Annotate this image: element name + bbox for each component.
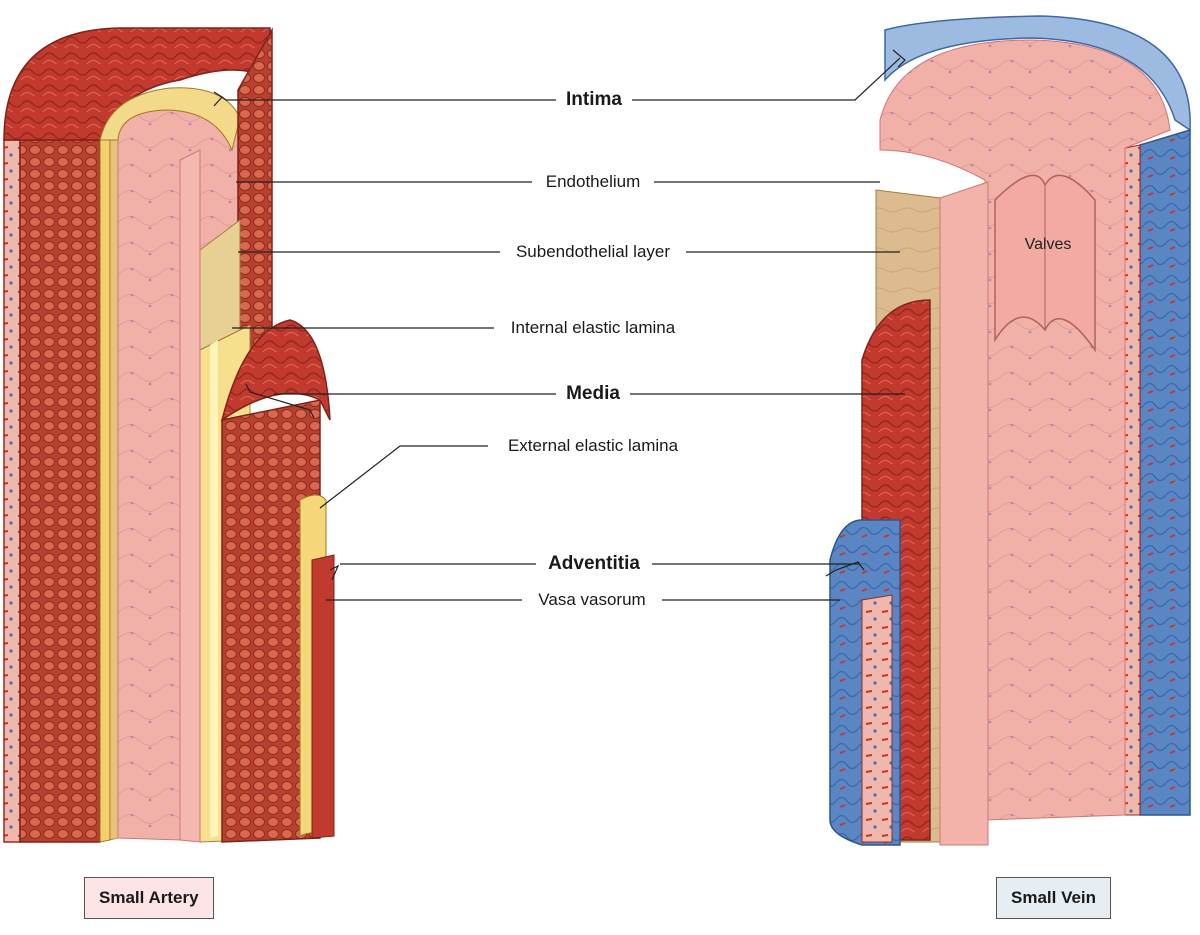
internal-elastic-lamina-label: Internal elastic lamina (506, 318, 680, 338)
small-artery-caption: Small Artery (84, 877, 214, 919)
external-elastic-leader (319, 445, 488, 509)
vein-lumen (879, 39, 1171, 821)
artery-media-left (19, 139, 101, 843)
artery-media-right-upper (237, 27, 273, 362)
artery-elastic-left (99, 139, 111, 843)
vein-adventitia-right (1139, 128, 1191, 816)
vasa-vasorum-label: Vasa vasorum (534, 590, 650, 610)
media-bracket-left (245, 383, 315, 419)
intima-bracket-left (213, 91, 227, 107)
artery-adventitia (3, 139, 21, 843)
adventitia-bracket-left (329, 564, 340, 581)
external-elastic-lamina-label: External elastic lamina (503, 436, 683, 456)
artery-media-lower (221, 399, 321, 843)
intima-bracket-right (892, 49, 906, 68)
subendothelial-layer-label: Subendothelial layer (511, 242, 675, 262)
adventitia-label: Adventitia (544, 553, 644, 575)
artery-adventitia-right (311, 554, 335, 839)
leader-lines (213, 49, 906, 601)
small-vein-caption: Small Vein (996, 877, 1112, 919)
intima-leader-right (632, 57, 901, 101)
media-label: Media (562, 383, 624, 405)
small-artery-illustration (3, 27, 335, 843)
valves-label: Valves (1024, 236, 1072, 253)
small-vein-illustration (829, 15, 1191, 846)
endothelium-label: Endothelium (541, 172, 645, 192)
adventitia-bracket-right (825, 561, 865, 577)
intima-label: Intima (562, 89, 626, 111)
